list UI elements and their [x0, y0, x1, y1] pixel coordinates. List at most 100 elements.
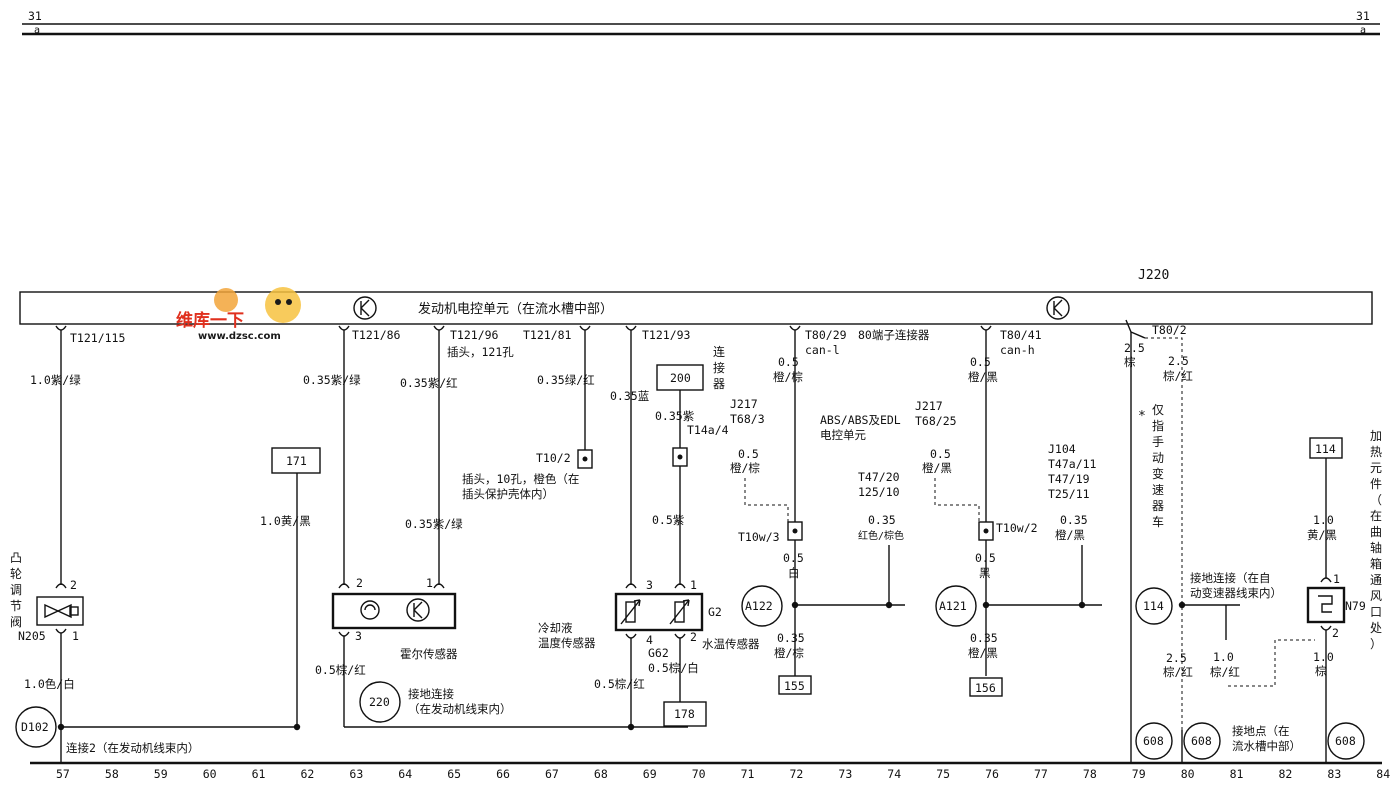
pin-label: T121/86	[352, 328, 401, 342]
ecu-id: J220	[1138, 268, 1169, 283]
wire-label: 0.35紫/绿	[303, 373, 361, 387]
svg-text:连: 连	[713, 344, 725, 359]
page-number-right: 31	[1356, 9, 1370, 23]
svg-text:器: 器	[713, 377, 725, 391]
column-number: 66	[496, 767, 510, 781]
ground-220-note: （在发动机线束内）	[408, 702, 512, 716]
wire-gauge: 0.35	[777, 631, 805, 645]
g62-description: 温度传感器	[538, 636, 596, 650]
pin-label: T121/96	[450, 328, 499, 342]
wire-gauge: 0.5	[783, 551, 804, 565]
ground-114-note: 接地连接（在自	[1190, 571, 1271, 585]
ground-114: 114	[1143, 599, 1164, 613]
temp-sensor-block	[614, 592, 704, 632]
wire-gauge: 2.5	[1124, 341, 1145, 355]
column-number: 83	[1327, 767, 1341, 781]
ground-220-note: 接地连接	[408, 687, 454, 701]
component-name: N205	[18, 629, 46, 643]
column-number: 57	[56, 767, 70, 781]
connector-label: T10/2	[536, 451, 571, 465]
wire-label: 0.35绿/红	[537, 373, 595, 387]
ground-608-note: 流水槽中部）	[1232, 739, 1301, 753]
svg-text:热: 热	[1370, 445, 1382, 459]
wire-color: 棕/红	[1210, 665, 1240, 679]
component-name: G2	[708, 605, 722, 619]
wire-label: 0.35紫/红	[400, 376, 458, 390]
watermark-logo: 维库一下 www.dzsc.com	[176, 287, 301, 342]
wire-color: 棕	[1124, 355, 1136, 369]
pin-label: T121/115	[70, 331, 125, 345]
pin-label: T121/93	[642, 328, 691, 342]
connector-label: T68/3	[730, 412, 765, 426]
wire-color: 白	[788, 566, 800, 580]
svg-text:调: 调	[10, 583, 22, 597]
connector-label: T10w/2	[996, 521, 1038, 535]
column-number: 65	[447, 767, 461, 781]
wire-label: 0.5棕/红	[594, 677, 645, 691]
n205-valve	[36, 596, 84, 626]
connector-label: T14a/4	[687, 423, 729, 437]
wire-gauge: 0.35	[970, 631, 998, 645]
ground-608: 608	[1191, 734, 1212, 748]
pin-label: T121/81	[523, 328, 572, 342]
wire-gauge: 1.0	[1313, 513, 1334, 527]
wire-label: 0.35紫	[655, 409, 694, 423]
hall-sensor	[331, 592, 457, 630]
svg-text:节: 节	[10, 599, 22, 613]
column-number: 81	[1230, 767, 1244, 781]
wire-gauge: 0.5	[738, 447, 759, 461]
svg-text:在: 在	[1370, 509, 1382, 523]
column-number: 58	[105, 767, 119, 781]
ref-155: 155	[784, 679, 805, 693]
wire-color: 橙/黑	[968, 370, 998, 384]
pin-label: T80/2	[1152, 323, 1187, 337]
n79-heater	[1306, 586, 1346, 624]
pin-number: 2	[70, 578, 77, 592]
ground-114-note: 动变速器线束内）	[1190, 586, 1282, 600]
wire-gauge: 1.0	[1213, 650, 1234, 664]
pin-number: 3	[355, 629, 362, 643]
ground-220: 220	[369, 695, 390, 709]
pin-note: 插头，121孔	[447, 345, 514, 359]
svg-text:（: （	[1370, 493, 1382, 507]
connector-label: T47/20	[858, 470, 900, 484]
column-number: 68	[594, 767, 608, 781]
wire-gauge: 0.5	[778, 355, 799, 369]
ref-d102: D102	[21, 720, 49, 734]
wire-color: 棕/红	[1163, 665, 1193, 679]
wire-color: 黄/黑	[1307, 528, 1337, 542]
connector-label: T47/19	[1048, 472, 1090, 486]
wire-color: 棕/红	[1163, 369, 1193, 383]
column-number: 72	[790, 767, 804, 781]
svg-text:箱: 箱	[1370, 556, 1382, 571]
wire-label: 0.5紫	[652, 513, 684, 527]
connector-label: 125/10	[858, 485, 900, 499]
wire-color: 棕	[1315, 664, 1327, 678]
wire-color: 橙/黑	[968, 646, 998, 660]
wire-color: 黑	[979, 566, 991, 580]
wire-gauge: 0.35	[868, 513, 896, 527]
column-number: 75	[936, 767, 950, 781]
solenoid-valve-icon	[44, 603, 79, 619]
ground-608: 608	[1143, 734, 1164, 748]
svg-text:指: 指	[1152, 418, 1164, 433]
page-number-left: 31	[28, 9, 42, 23]
column-number: 74	[887, 767, 901, 781]
page-sub-right: a	[1360, 25, 1366, 36]
g62-description: 冷却液	[538, 621, 573, 635]
wire-gauge: 0.35	[1060, 513, 1088, 527]
column-number: 70	[692, 767, 706, 781]
pin-number: 4	[646, 633, 653, 647]
svg-text:手: 手	[1152, 435, 1164, 449]
watermark-url: www.dzsc.com	[198, 331, 281, 342]
abs-label: ABS/ABS及EDL	[820, 413, 901, 427]
thermistor-icon	[669, 599, 690, 625]
ground-608-note: 接地点（在	[1232, 724, 1290, 738]
connection-note: 连接2（在发动机线束内）	[66, 741, 199, 755]
svg-text:动: 动	[1152, 451, 1164, 465]
column-number: 78	[1083, 767, 1097, 781]
connector-label: J217	[915, 399, 943, 413]
ecu-title: 发动机电控单元（在流水槽中部）	[418, 301, 613, 317]
column-number: 60	[203, 767, 217, 781]
wire-color: 橙/黑	[1055, 528, 1085, 542]
